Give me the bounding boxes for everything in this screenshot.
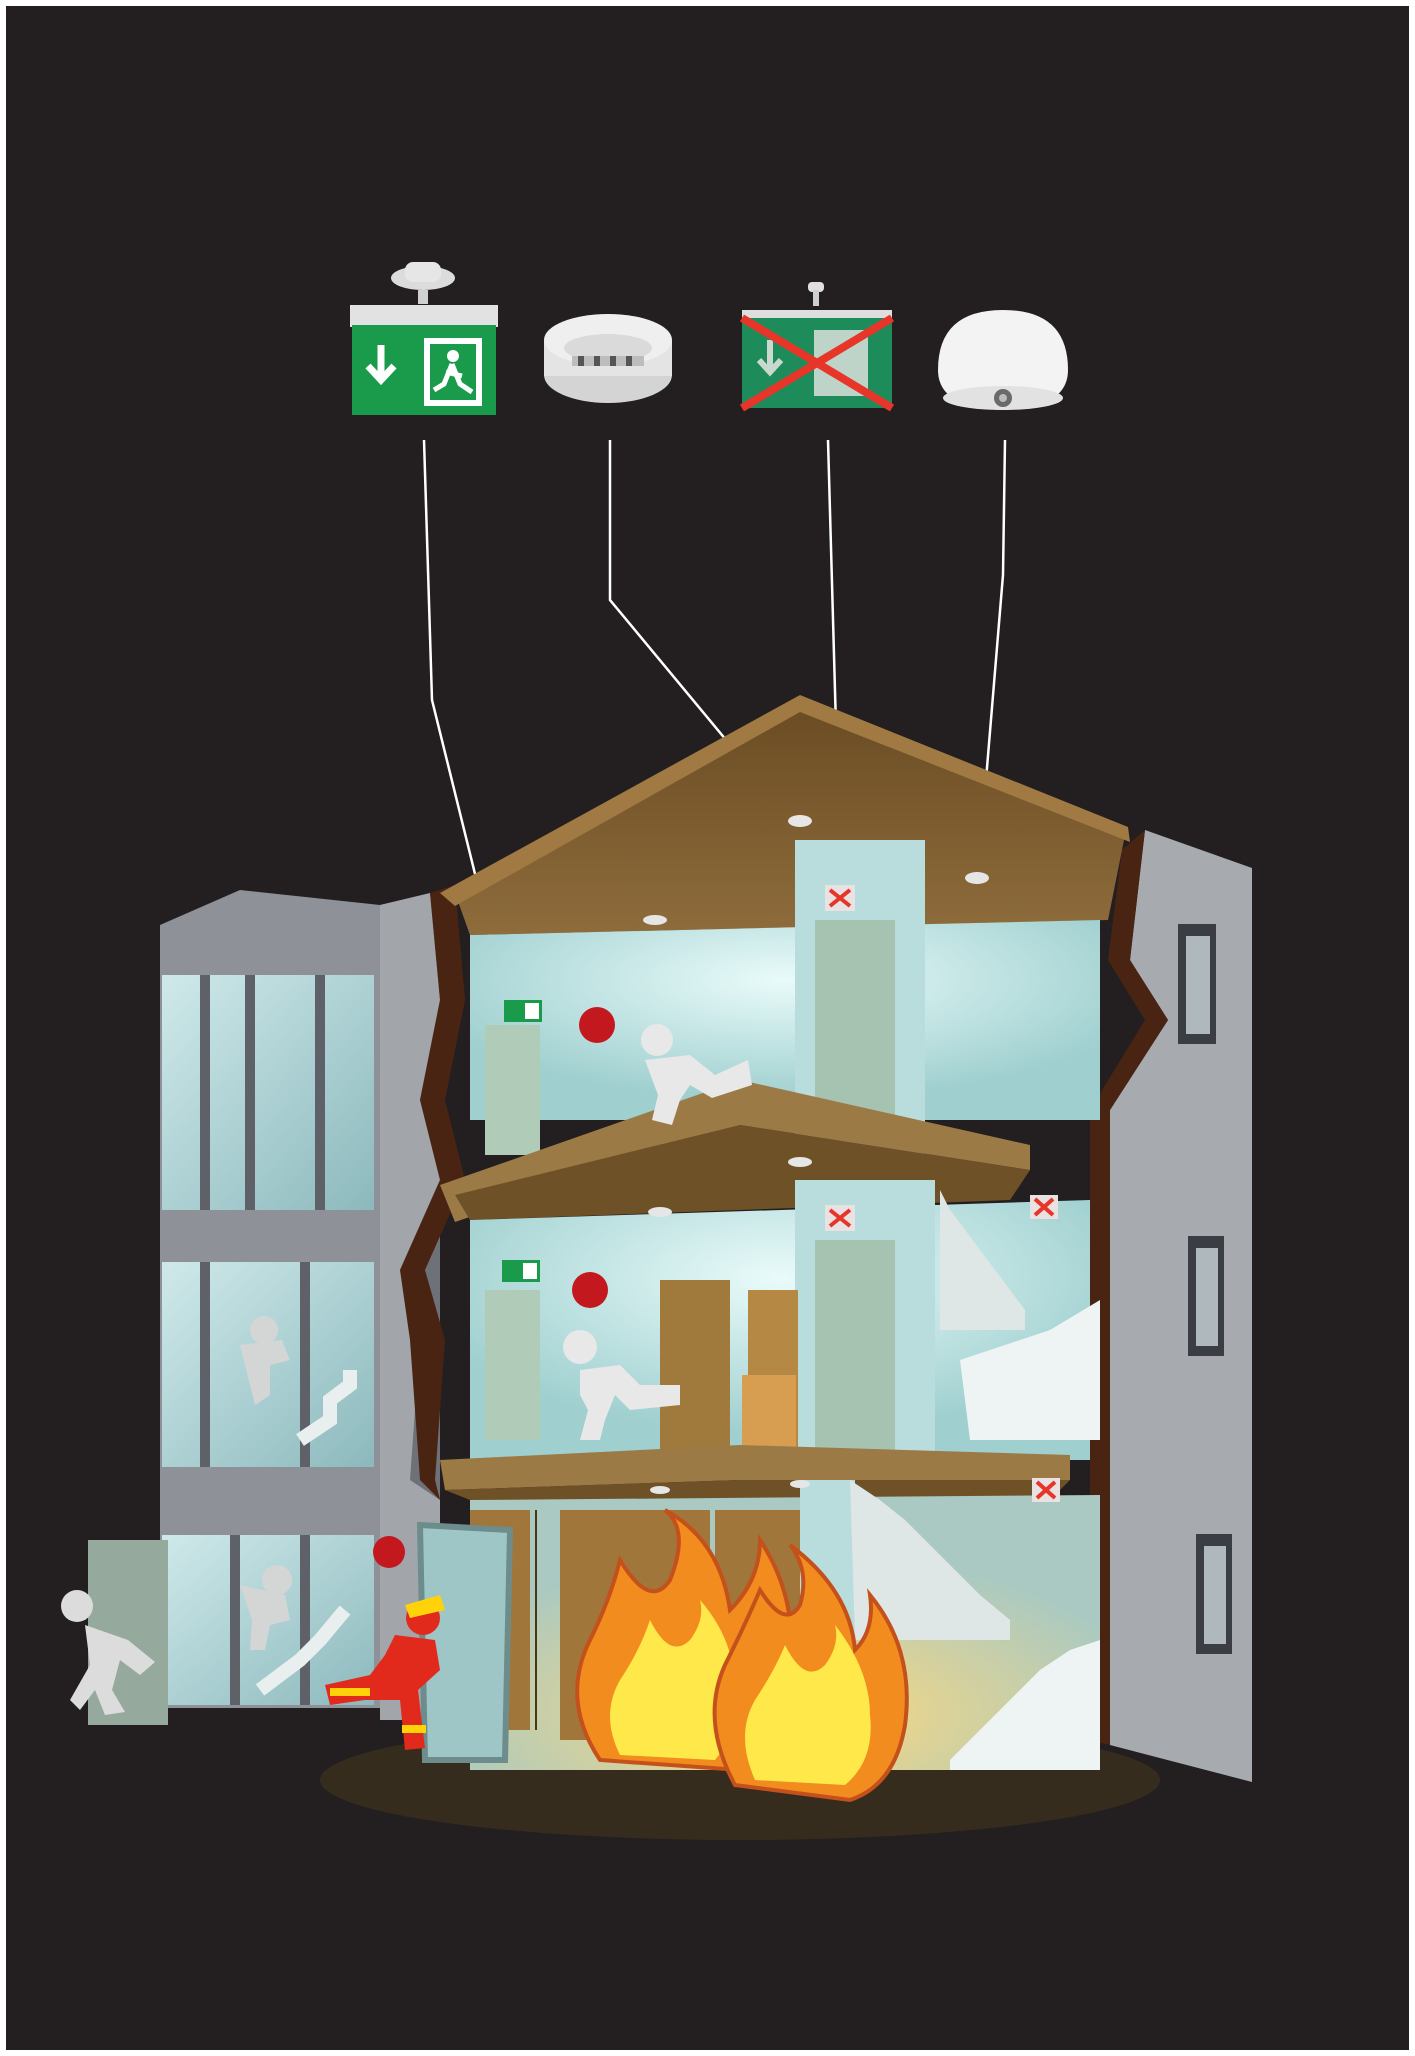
- ceiling-light-middle-2: [648, 1207, 672, 1217]
- ceiling-light-ground-2: [790, 1480, 810, 1488]
- exit-sign-top-floor: [504, 1000, 542, 1022]
- ceiling-smoke-detector-top: [788, 815, 812, 827]
- smoke-detector-icon: [544, 314, 672, 403]
- blocked-exit-sign-ground: [1032, 1478, 1060, 1502]
- top-floor-room: [470, 920, 1100, 1120]
- alarm-bell-ground: [373, 1536, 405, 1568]
- ceiling-light-middle: [788, 1157, 812, 1167]
- alarm-bell-middle: [572, 1272, 608, 1308]
- ceiling-light-ground: [650, 1486, 670, 1494]
- exit-sign-middle-floor: [502, 1260, 540, 1282]
- top-floor-door: [485, 1025, 540, 1155]
- middle-floor-door: [485, 1290, 540, 1440]
- boxes: [660, 1280, 798, 1460]
- blocked-exit-sign-top: [825, 885, 855, 911]
- blocked-exit-sign-middle: [825, 1205, 855, 1231]
- ceiling-detector-icon: [938, 310, 1068, 410]
- alarm-bell-top: [579, 1007, 615, 1043]
- blocked-exit-sign-stair: [1030, 1195, 1058, 1219]
- middle-floor-column-door: [815, 1240, 895, 1460]
- ceiling-light-top: [643, 915, 667, 925]
- ceiling-detector-top: [965, 872, 989, 884]
